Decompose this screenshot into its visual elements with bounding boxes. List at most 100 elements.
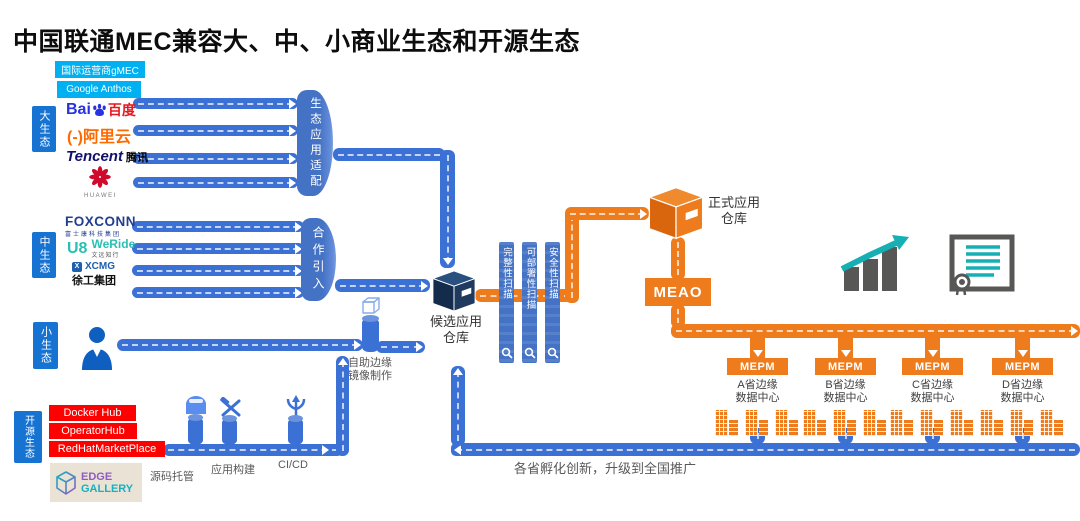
buildings-icon xyxy=(920,409,944,436)
branch-stub xyxy=(750,336,765,360)
huawei-flower-icon xyxy=(89,166,112,188)
pipe-small xyxy=(117,339,363,351)
pipe-selfedge-out xyxy=(376,341,425,353)
pipe-big-2 xyxy=(133,125,298,136)
pipe-opensource xyxy=(163,444,343,456)
bottom-note: 各省孵化创新，升级到全国推广 xyxy=(513,461,696,476)
selfedge-cylinder xyxy=(362,315,379,352)
pipe-ecoadapt-out xyxy=(333,148,445,161)
buildings-row xyxy=(980,409,1064,436)
pipe-big-1 xyxy=(133,98,298,109)
pipe-scan-up xyxy=(565,210,579,303)
pipe-big-3 xyxy=(133,153,298,164)
mepm-box: MEPM xyxy=(727,358,788,375)
pipe-med-4 xyxy=(132,287,304,298)
certificate-icon xyxy=(949,234,1015,296)
province-block-d: MEPM D省边缘数据中心 xyxy=(979,336,1066,444)
cube-outline-icon xyxy=(362,297,380,314)
xcmg-logo: X XCMG 徐工集团 xyxy=(72,261,116,287)
branch-stub xyxy=(1015,336,1030,360)
alicloud-logo: (-)阿里云 xyxy=(67,129,131,146)
candidate-repo-box-icon xyxy=(431,270,477,312)
buildings-row xyxy=(890,409,974,436)
official-repo-box-icon xyxy=(647,186,705,240)
province-label: B省边缘数据中心 xyxy=(823,379,868,404)
growth-chart-icon xyxy=(840,235,909,291)
buildings-row xyxy=(803,409,887,436)
buildings-icon xyxy=(950,409,974,436)
pipe-med-3 xyxy=(132,265,304,276)
label-small-eco: 小生态 xyxy=(33,322,58,369)
buildings-icon xyxy=(980,409,1004,436)
pedestal xyxy=(222,415,237,445)
pipe-merge-down xyxy=(440,150,455,268)
province-block-a: MEPM A省边缘数据中心 xyxy=(714,336,801,444)
tag-google-anthos: Google Anthos xyxy=(57,81,141,98)
branch-stub xyxy=(925,336,940,360)
scan-deployability: 可部署性扫描 xyxy=(522,242,537,363)
province-block-b: MEPM B省边缘数据中心 xyxy=(802,336,889,444)
province-label: C省边缘数据中心 xyxy=(910,379,955,404)
buildings-icon xyxy=(715,409,739,436)
magnifier-icon xyxy=(501,347,513,359)
pipe-big-4 xyxy=(133,177,298,188)
source-hosting-icon xyxy=(186,396,206,414)
xcmg-mark-icon: X xyxy=(72,261,82,272)
province-label: A省边缘数据中心 xyxy=(735,379,780,404)
buildings-icon xyxy=(775,409,799,436)
pipe-coop-out xyxy=(335,279,430,292)
edge-gallery-cube-icon xyxy=(56,470,76,495)
cicd-icon xyxy=(286,395,306,417)
selfedge-label: 自助边缘 镜像制作 xyxy=(348,357,392,382)
foxconn-logo: FOXCONN 富士康科技集团 xyxy=(65,214,136,238)
buildings-row xyxy=(715,409,799,436)
pedestal xyxy=(288,415,303,445)
page-title: 中国联通MEC兼容大、中、小商业生态和开源生态 xyxy=(13,28,581,56)
tag-gmec: 国际运营商gMEC xyxy=(55,61,145,78)
dockerhub-box: Docker Hub xyxy=(49,405,136,421)
huawei-logo: HUAWEI xyxy=(84,166,117,199)
person-icon xyxy=(82,327,112,370)
redhat-marketplace-box: RedHatMarketPlace xyxy=(49,441,165,457)
label-open-eco: 开源生态 xyxy=(14,411,42,463)
province-label: D省边缘数据中心 xyxy=(1000,379,1045,404)
pipe-official-meao xyxy=(671,237,685,280)
operatorhub-box: OperatorHub xyxy=(49,423,137,439)
magnifier-icon xyxy=(524,347,536,359)
pipe-return xyxy=(451,443,1080,456)
province-block-c: MEPM C省边缘数据中心 xyxy=(889,336,976,444)
magnifier-icon xyxy=(547,347,559,359)
edge-gallery-logo: EDGE GALLERY xyxy=(50,463,142,502)
meao-box: MEAO xyxy=(645,278,711,306)
baidu-paw-icon xyxy=(93,103,106,116)
buildings-icon xyxy=(1010,409,1034,436)
buildings-icon xyxy=(890,409,914,436)
pedestal xyxy=(188,414,203,445)
weride-logo: U8 WeRide 文远知行 xyxy=(67,237,136,259)
label-big-eco: 大生态 xyxy=(32,106,56,152)
pipe-opensource-up xyxy=(336,356,349,456)
pipe-med-2 xyxy=(132,243,304,254)
eco-adapt-cylinder: 生态应用适配 xyxy=(297,90,333,196)
coop-cylinder: 合作引入 xyxy=(301,218,336,301)
source-hosting-label: 源码托管 xyxy=(150,471,194,483)
buildings-icon xyxy=(803,409,827,436)
mepm-box: MEPM xyxy=(815,358,876,375)
pipe-med-1 xyxy=(132,221,304,232)
candidate-repo-label: 候选应用 仓库 xyxy=(429,314,482,345)
pipe-main-orange xyxy=(671,324,1080,338)
app-build-icon xyxy=(220,397,241,417)
app-build-label: 应用构建 xyxy=(211,464,255,476)
cicd-label: CI/CD xyxy=(278,459,308,471)
tencent-logo: Tencent 腾讯 xyxy=(66,148,148,165)
pipe-meao-out xyxy=(671,304,685,328)
branch-stub xyxy=(838,336,853,360)
baidu-logo: Bai 百度 xyxy=(66,101,136,118)
buildings-icon xyxy=(745,409,769,436)
pipe-return-up xyxy=(451,366,465,446)
buildings-icon xyxy=(833,409,857,436)
mepm-box: MEPM xyxy=(992,358,1053,375)
official-repo-label: 正式应用 仓库 xyxy=(707,195,760,226)
scan-integrity: 完整性扫描 xyxy=(499,242,514,363)
